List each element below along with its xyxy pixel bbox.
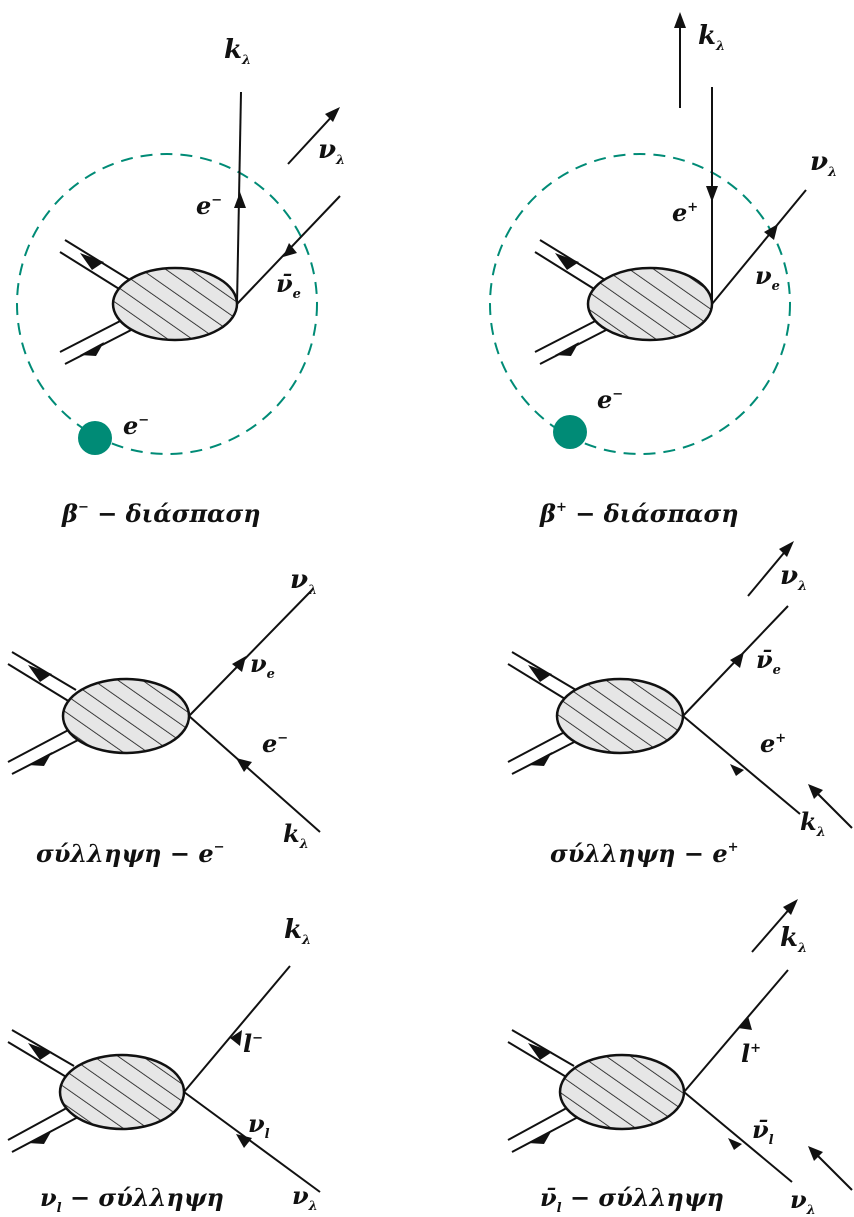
neutrino-arrow xyxy=(764,224,778,240)
lepton-arrow xyxy=(738,1016,752,1030)
label-k: kλ xyxy=(780,923,807,956)
atom-orbit-circle xyxy=(16,153,318,455)
k-lambda-arrowhead xyxy=(808,784,823,799)
label-neutrino: ν̄e xyxy=(756,645,781,678)
neutrino-arrow xyxy=(236,1134,252,1148)
nucleon-arrow-upper xyxy=(528,665,552,682)
k-lambda-arrowhead xyxy=(783,899,798,915)
nu-lambda-arrow-line xyxy=(813,1151,853,1191)
nucleon-arrow-lower xyxy=(28,1130,52,1144)
label-neutrino: ν̄l xyxy=(752,1115,774,1148)
lepton-line xyxy=(683,969,789,1093)
label-nu: νλ xyxy=(318,135,345,168)
nucleon-arrow-lower xyxy=(80,342,104,356)
label-k: kλ xyxy=(284,915,311,948)
nu-lambda-arrowhead xyxy=(808,1146,823,1161)
nucleon-arrow-upper xyxy=(528,1043,552,1060)
interaction-blob xyxy=(61,677,191,755)
label-nu: νλ xyxy=(810,147,837,180)
positron-arrow xyxy=(730,764,744,776)
label-top: kλ xyxy=(698,21,725,54)
neutrino-arrow xyxy=(232,656,246,672)
antineutrino-line xyxy=(683,1091,793,1183)
label-lepton: e+ xyxy=(672,198,698,227)
nu-lambda-arrow-line xyxy=(287,111,337,165)
label-neutrino: ν̄e xyxy=(276,269,301,302)
atom-orbit-circle xyxy=(489,153,791,455)
label-lepton: e− xyxy=(196,191,222,220)
orbital-electron xyxy=(553,415,587,449)
label-nu: νλ xyxy=(790,1185,816,1217)
antineutrino-arrow xyxy=(730,652,744,668)
electron-arrow xyxy=(236,758,252,772)
nucleon-arrow-upper xyxy=(80,253,104,270)
label-neutrino: νe xyxy=(755,261,780,294)
caption-beta-plus: β+ − διάσπαση xyxy=(539,499,739,528)
label-top: kλ xyxy=(224,35,251,68)
nucleon-arrow-lower xyxy=(528,1130,552,1144)
caption-capture-electron: σύλληψη − e− xyxy=(36,839,225,868)
label-k: kλ xyxy=(283,819,309,852)
interaction-blob xyxy=(58,1053,186,1131)
label-lepton: l− xyxy=(243,1029,263,1058)
caption-capture-positron: σύλληψη − e+ xyxy=(550,839,739,868)
nucleon-arrow-upper xyxy=(28,1043,52,1060)
interaction-blob xyxy=(111,266,239,342)
label-lepton: l+ xyxy=(741,1039,761,1068)
panel-capture-electron: νλ νe e− kλ σύλληψη − e− xyxy=(7,565,321,868)
nucleon-arrow-upper xyxy=(28,665,52,682)
electron-arrow xyxy=(234,192,246,208)
electron-line xyxy=(188,715,321,833)
label-nu: νλ xyxy=(780,561,807,594)
panel-capture-positron: νλ ν̄e e+ kλ σύλληψη − e+ xyxy=(507,541,853,868)
panel-beta-plus: kλ νλ e+ νe e− β+ − διάσπαση xyxy=(489,12,837,528)
panel-beta-minus: kλ νλ e− ν̄e e− β− − διάσπαση xyxy=(16,35,345,528)
neutrino-line xyxy=(188,589,313,717)
label-neutrino: νl xyxy=(248,1109,270,1142)
neutrino-line xyxy=(183,1091,321,1193)
positron-arrow xyxy=(706,186,718,202)
antineutrino-arrow xyxy=(728,1138,742,1150)
nucleon-arrow-lower xyxy=(528,752,552,766)
caption-nu-capture: νl − σύλληψη xyxy=(40,1183,224,1216)
k-lambda-arrowhead xyxy=(674,12,686,28)
lepton-arrow xyxy=(230,1030,242,1046)
panel-antinu-capture: kλ l+ ν̄l νλ ν̄l − σύλληψη xyxy=(507,899,853,1217)
k-lambda-arrow-line xyxy=(751,905,793,953)
label-neutrino: νe xyxy=(250,649,275,682)
neutrino-line xyxy=(711,189,807,305)
label-nu: νλ xyxy=(292,1181,318,1214)
label-lepton: e− xyxy=(262,729,288,758)
positron-line xyxy=(682,715,801,815)
label-k: kλ xyxy=(800,807,826,840)
nu-lambda-arrowhead xyxy=(325,107,340,122)
nu-lambda-arrow-line xyxy=(747,547,789,597)
nucleon-arrow-lower xyxy=(28,752,52,766)
caption-beta-minus: β− − διάσπαση xyxy=(61,499,261,528)
incoming-nucleon-lines xyxy=(7,1029,81,1153)
label-orbital: e− xyxy=(597,385,623,414)
caption-antinu-capture: ν̄l − σύλληψη xyxy=(540,1183,724,1216)
nucleon-arrow-upper xyxy=(555,253,579,270)
lepton-line xyxy=(183,965,291,1093)
interaction-blob xyxy=(586,266,714,342)
interaction-blob xyxy=(555,677,685,755)
label-orbital: e− xyxy=(123,411,149,440)
antineutrino-arrow xyxy=(283,243,297,257)
label-lepton: e+ xyxy=(760,729,786,758)
interaction-blob xyxy=(558,1053,686,1131)
nucleon-arrow-lower xyxy=(555,342,579,356)
label-nu: νλ xyxy=(290,565,317,598)
k-lambda-arrow-line xyxy=(813,789,853,829)
panel-nu-capture: kλ l− νl νλ νl − σύλληψη xyxy=(7,915,321,1216)
orbital-electron xyxy=(78,421,112,455)
nu-lambda-arrowhead xyxy=(779,541,794,557)
